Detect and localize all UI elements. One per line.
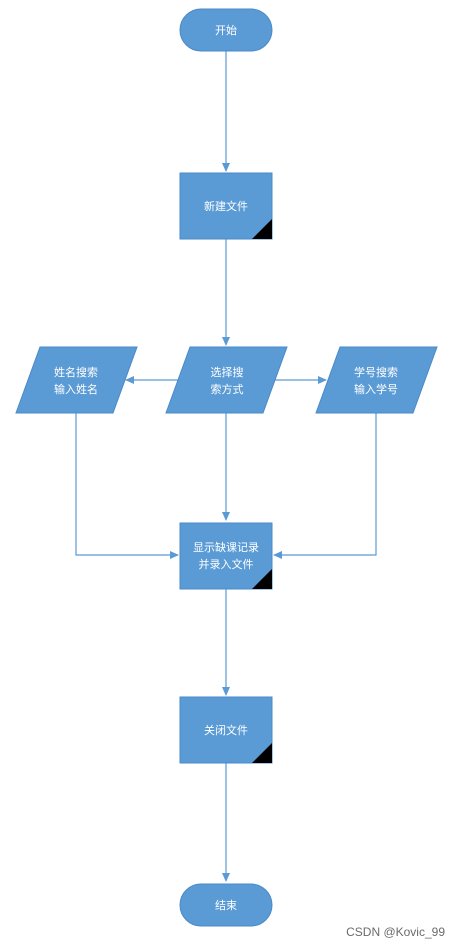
select-method-shape [165, 346, 288, 414]
id-search-shape [315, 346, 438, 414]
connector-name-search-to-display-record [75, 413, 179, 559]
end-shape [179, 883, 273, 927]
end-label: 结束 [215, 899, 237, 912]
connector-id-search-to-display-record [273, 413, 377, 559]
select-method-line1: 选择搜 [211, 365, 244, 379]
start-shape [179, 8, 273, 52]
display-record-node: 显示缺课记录 并录入文件 [179, 522, 273, 590]
select-method-line2: 索方式 [211, 382, 244, 396]
connectors [75, 51, 377, 882]
new-file-label: 新建文件 [204, 199, 248, 213]
name-search-line1: 姓名搜索 [54, 365, 98, 379]
name-search-line2: 输入姓名 [54, 382, 98, 396]
name-search-node: 姓名搜索 输入姓名 [15, 346, 138, 414]
new-file-corner-mark [252, 219, 272, 239]
select-method-node: 选择搜 索方式 [165, 346, 288, 414]
close-file-shape [179, 696, 273, 764]
id-search-node: 学号搜索 输入学号 [315, 346, 438, 414]
id-search-line1: 学号搜索 [354, 365, 398, 379]
start-label: 开始 [215, 23, 237, 37]
end-node: 结束 [179, 883, 273, 927]
id-search-line2: 输入学号 [354, 382, 398, 396]
display-record-shape [179, 522, 273, 590]
display-record-corner-mark [252, 569, 272, 589]
close-file-label: 关闭文件 [204, 723, 248, 737]
watermark-text: CSDN @Kovic_99 [346, 925, 445, 939]
new-file-shape [179, 172, 273, 240]
close-file-corner-mark [252, 743, 272, 763]
new-file-node: 新建文件 [179, 172, 273, 240]
display-record-line2: 并录入文件 [199, 557, 254, 571]
start-node: 开始 [179, 8, 273, 52]
display-record-line1: 显示缺课记录 [193, 540, 259, 554]
name-search-shape [15, 346, 138, 414]
close-file-node: 关闭文件 [179, 696, 273, 764]
